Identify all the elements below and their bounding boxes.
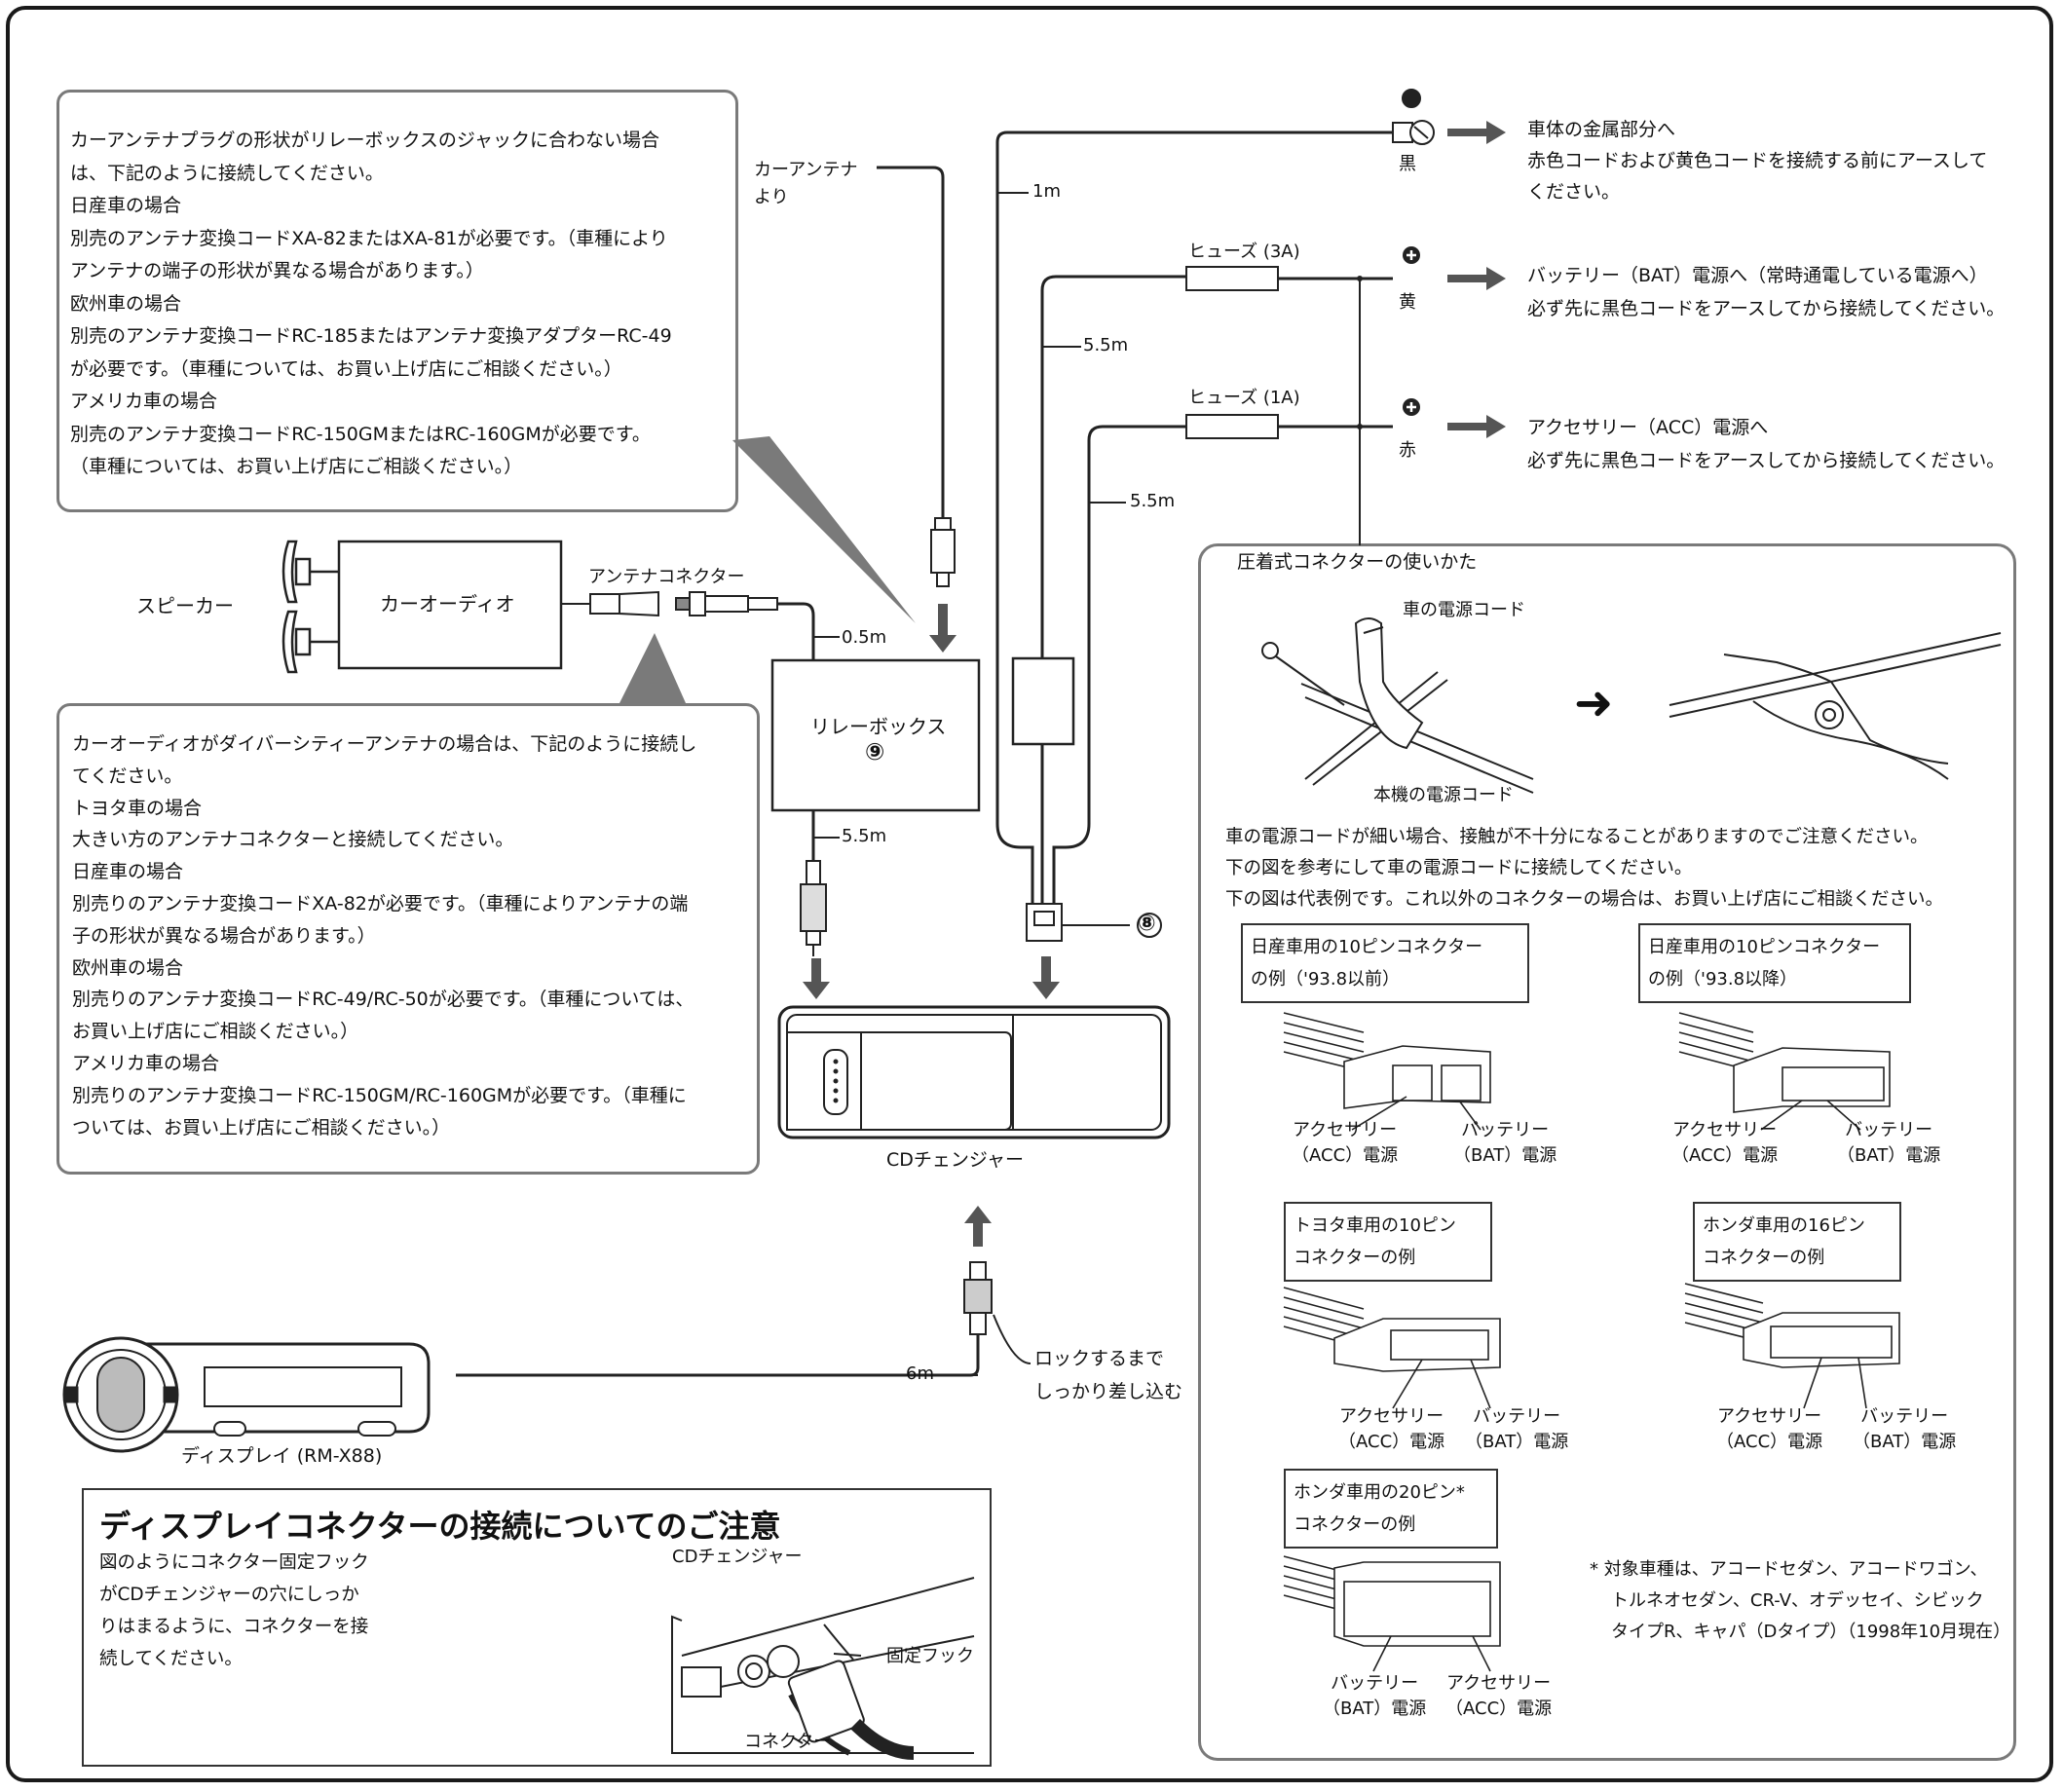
fuse-holder — [1011, 656, 1075, 746]
bat-instruction-2: 必ず先に黒色コードをアースしてから接続してください。 — [1527, 298, 2006, 319]
crimp-panel-title: 圧着式コネクターの使いかた — [1237, 551, 1478, 573]
car-power-cord-label: 車の電源コード — [1403, 600, 1525, 620]
power-connector-8 — [1026, 903, 1162, 942]
honda20-connector-illustration — [1283, 1555, 1501, 1672]
acc-instruction-1: アクセサリー（ACC）電源へ — [1527, 417, 1769, 438]
fuse-3a — [1185, 266, 1279, 291]
crimp-illustration — [1261, 617, 1534, 794]
caution-hook-label: 固定フック — [886, 1646, 974, 1666]
antenna-connector-label: アンテナコネクター — [588, 567, 745, 587]
bat-instruction-1: バッテリー（BAT）電源へ（常時通電している電源へ） — [1527, 265, 1988, 286]
toyota-connector-caption: トヨタ車用の10ピンコネクターの例 — [1284, 1202, 1492, 1282]
antenna-cable — [777, 602, 815, 660]
honda16-acc-label: アクセサリー（ACC）電源 — [1716, 1406, 1823, 1452]
honda-footnote: * 対象車種は、アコードセダン、アコードワゴン、 トルネオセダン、CR-V、オデ… — [1590, 1559, 2011, 1642]
car-antenna-plug-icon — [930, 517, 956, 587]
fuse-1a — [1185, 414, 1279, 439]
down-arrow-cd-2 — [1032, 982, 1060, 999]
down-arrow-cd-1 — [803, 982, 830, 999]
note-callout-wedge — [732, 436, 916, 623]
toyota-bat-label: バッテリー（BAT）電源 — [1465, 1406, 1569, 1452]
page-frame — [6, 6, 2053, 1782]
ground-instruction-2: 赤色コードおよび黄色コードを接続する前にアースして — [1527, 150, 1988, 171]
cable-length-bat: 5.5m — [1083, 335, 1129, 355]
speaker-label: スピーカー — [136, 594, 234, 617]
relay-box-label: リレーボックス — [810, 715, 947, 738]
yellow-wire — [1040, 275, 1186, 824]
toyota-acc-label: アクセサリー（ACC）電源 — [1338, 1406, 1445, 1452]
cd-changer-label: CDチェンジャー — [886, 1149, 1024, 1171]
red-wire — [1087, 425, 1186, 824]
nissan-pre-connector-caption: 日産車用の10ピンコネクターの例（'93.8以前） — [1241, 923, 1529, 1003]
display-unit — [62, 1336, 431, 1453]
red-wire-label: 赤 — [1399, 440, 1416, 461]
arrow-acc — [1486, 415, 1506, 438]
display-label: ディスプレイ (RM-X88) — [181, 1445, 383, 1467]
nissan-pre-bat-label: バッテリー（BAT）電源 — [1453, 1120, 1557, 1166]
arrow-ground — [1486, 121, 1506, 144]
black-ground-wire — [995, 131, 1393, 824]
rca-plug-icon — [800, 860, 827, 956]
cd-changer-unit — [777, 1005, 1171, 1139]
honda20-bat-label: バッテリー（BAT）電源 — [1323, 1673, 1427, 1719]
nissan-pre-acc-label: アクセサリー（ACC）電源 — [1292, 1120, 1399, 1166]
caution-connector-label: コネクター — [744, 1732, 832, 1752]
antenna-plug-note-text: カーアンテナプラグの形状がリレーボックスのジャックに合わない場合 は、下記のよう… — [70, 130, 672, 477]
crimp-pliers-illustration — [1669, 632, 2002, 780]
nissan-post-connector-illustration — [1678, 1012, 1891, 1131]
relay-number: ⑨ — [865, 738, 885, 765]
caution-illustration — [671, 1577, 975, 1760]
nissan-post-acc-label: アクセサリー（ACC）電源 — [1671, 1120, 1779, 1166]
lock-instruction-2: しっかり差し込む — [1034, 1381, 1183, 1402]
toyota-connector-illustration — [1283, 1287, 1501, 1409]
nissan-post-connector-caption: 日産車用の10ピンコネクターの例（'93.8以降） — [1638, 923, 1911, 1003]
cable-length-05: 0.5m — [842, 627, 887, 648]
caution-cd-changer-label: CDチェンジャー — [672, 1547, 803, 1567]
connector-8-number: ⑧ — [1138, 912, 1156, 936]
antenna-connector-icon — [561, 590, 778, 617]
crimp-info-text: 車の電源コードが細い場合、接触が不十分になることがありますのでご注意ください。 … — [1225, 827, 1944, 910]
unit-power-cord-label: 本機の電源コード — [1373, 785, 1514, 805]
ground-instruction-1: 車体の金属部分へ — [1527, 119, 1676, 140]
car-audio-box — [337, 540, 563, 670]
cable-length-acc: 5.5m — [1130, 491, 1176, 511]
honda20-acc-label: アクセサリー（ACC）電源 — [1445, 1673, 1553, 1719]
caution-title: ディスプレイコネクターの接続についてのご注意 — [99, 1508, 781, 1545]
nissan-pre-connector-illustration — [1283, 1012, 1491, 1131]
cable-length-ground: 1m — [1032, 181, 1061, 202]
crimp-arrow-icon: ➜ — [1574, 676, 1614, 730]
lock-instruction-1: ロックするまで — [1034, 1348, 1165, 1369]
yellow-wire-label: 黄 — [1399, 292, 1416, 313]
diversity-callout-wedge — [619, 633, 686, 703]
cable-length-relay-cd: 5.5m — [842, 826, 887, 846]
arrow-bat — [1486, 267, 1506, 290]
honda16-connector-illustration — [1684, 1283, 1900, 1409]
car-antenna-cable — [877, 166, 945, 526]
black-wire-label: 黒 — [1399, 154, 1416, 174]
car-antenna-label-2: より — [754, 187, 789, 207]
display-cable — [456, 1334, 980, 1377]
nissan-post-bat-label: バッテリー（BAT）電源 — [1837, 1120, 1941, 1166]
car-audio-label: カーオーディオ — [380, 592, 515, 616]
diversity-antenna-note-text: カーオーディオがダイバーシティーアンテナの場合は、下記のように接続し てください… — [72, 733, 697, 1139]
relay-box — [770, 658, 981, 812]
car-antenna-label: カーアンテナ — [754, 160, 858, 180]
diversity-antenna-note — [56, 703, 760, 1175]
honda16-bat-label: バッテリー（BAT）電源 — [1853, 1406, 1957, 1452]
fuse-3a-label: ヒューズ (3A) — [1188, 242, 1300, 262]
caution-text: 図のようにコネクター固定フック がCDチェンジャーの穴にしっか りはまるように、… — [99, 1552, 369, 1669]
honda20-connector-caption: ホンダ車用の20ピン*コネクターの例 — [1284, 1469, 1498, 1549]
cable-length-display: 6m — [906, 1363, 934, 1384]
acc-instruction-2: 必ず先に黒色コードをアースしてから接続してください。 — [1527, 450, 2006, 471]
antenna-plug-note — [56, 90, 738, 512]
honda16-connector-caption: ホンダ車用の16ピンコネクターの例 — [1693, 1202, 1901, 1282]
ground-instruction-3: ください。 — [1527, 181, 1621, 203]
fuse-1a-label: ヒューズ (1A) — [1188, 388, 1300, 408]
ground-lug-icon — [1392, 89, 1435, 145]
up-arrow-cd — [964, 1206, 992, 1223]
display-plug-icon — [963, 1261, 993, 1335]
speaker-icon — [281, 540, 339, 674]
